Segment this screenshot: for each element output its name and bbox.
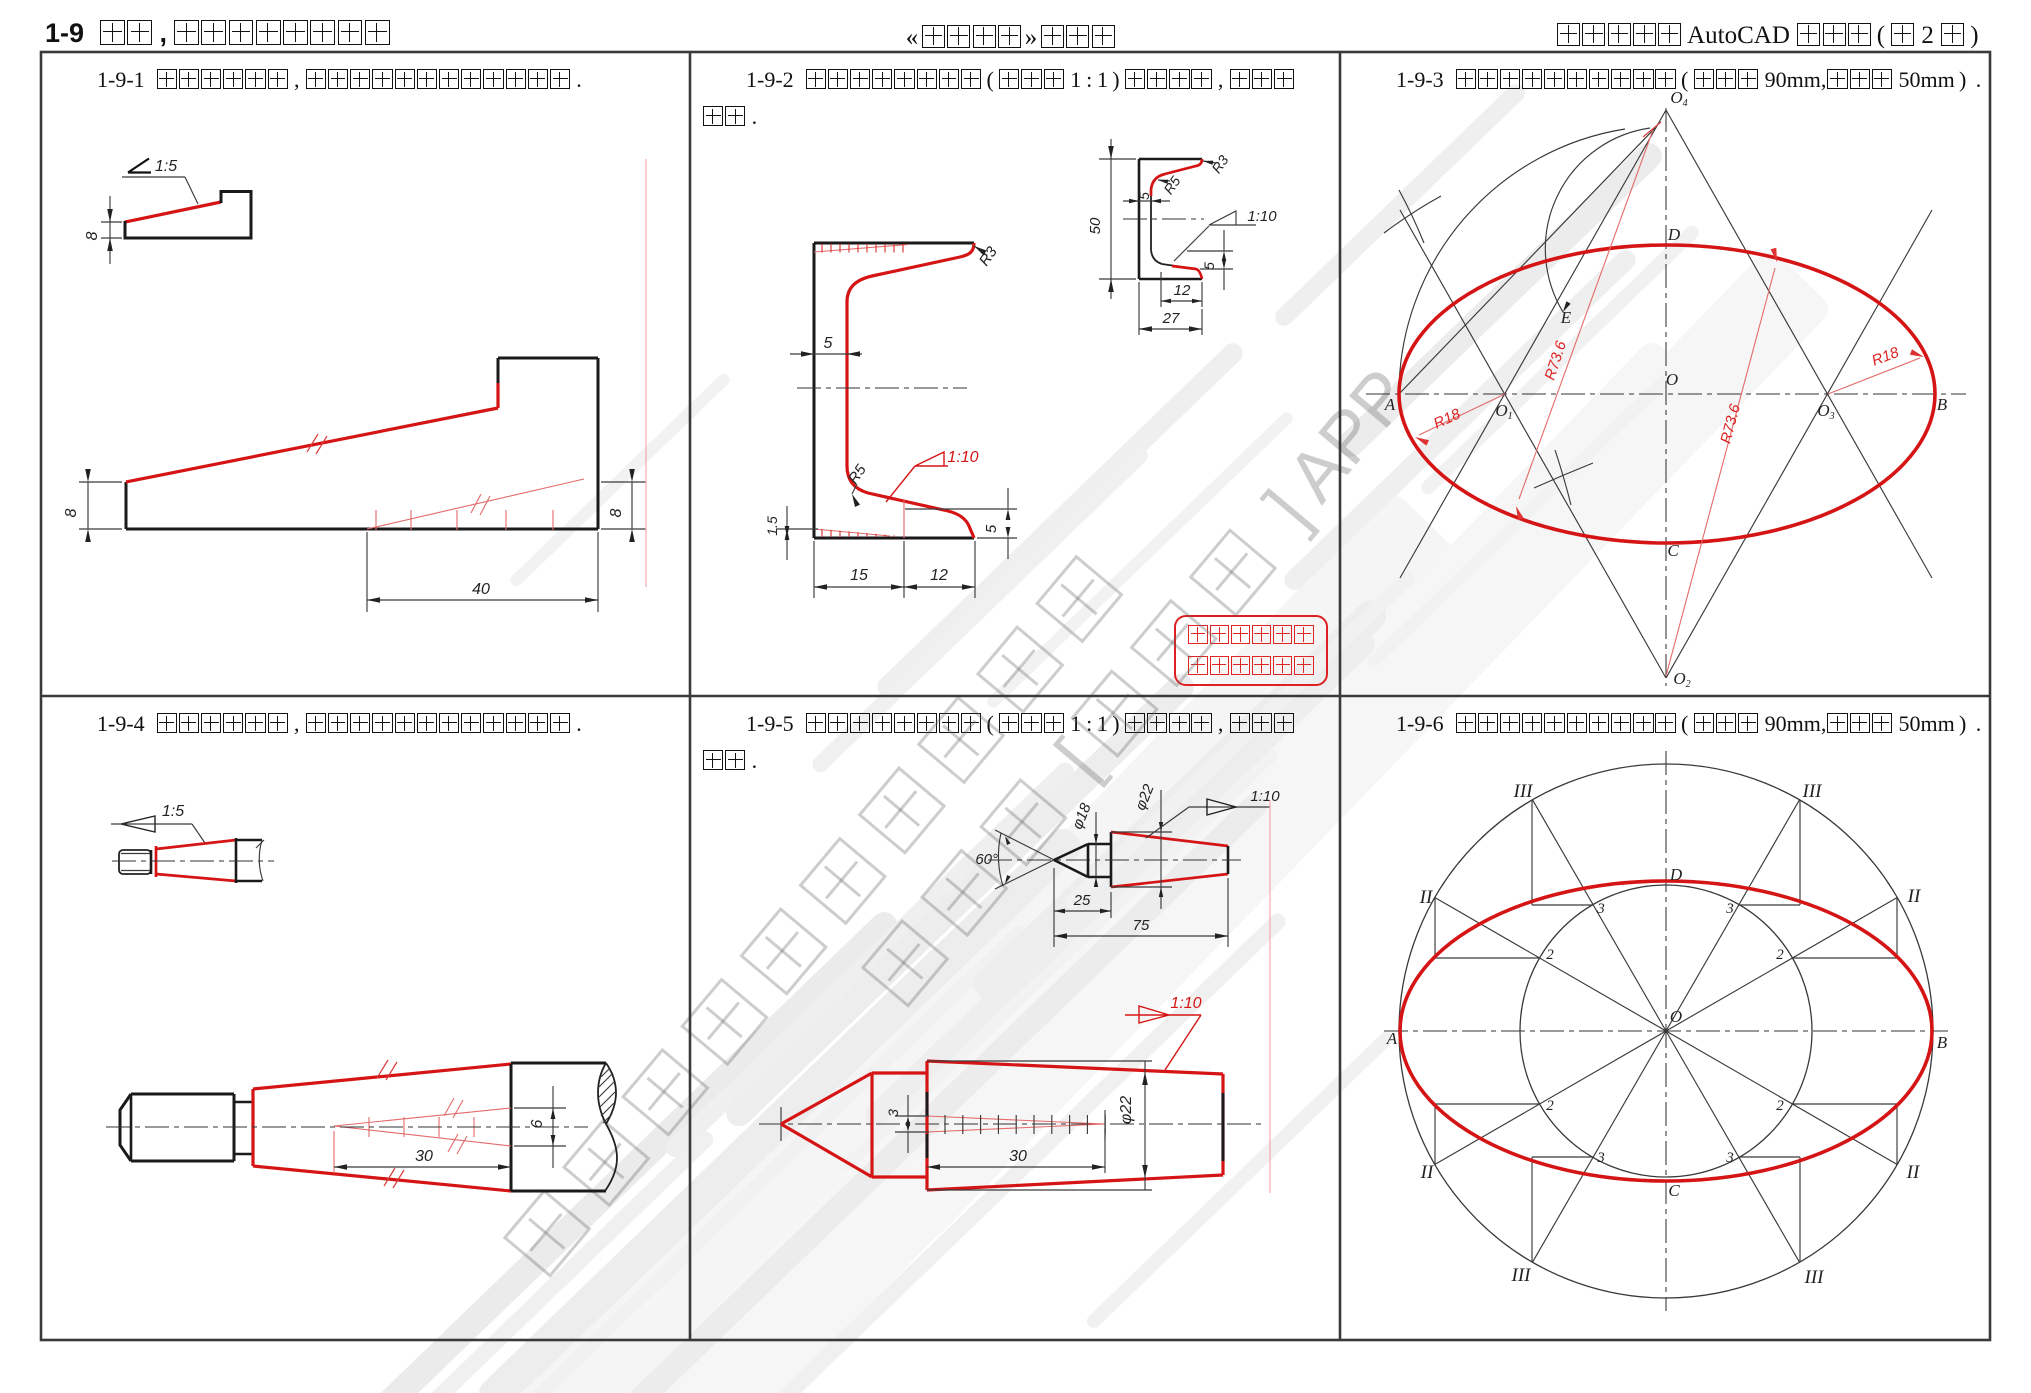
svg-text:R5: R5 (1160, 173, 1183, 197)
svg-text:B: B (1937, 395, 1948, 414)
svg-text:60°: 60° (975, 851, 998, 868)
svg-text:5: 5 (983, 524, 1000, 533)
svg-text:R18: R18 (1869, 344, 1901, 370)
svg-text:30: 30 (415, 1148, 433, 1165)
svg-text:O4: O4 (1670, 88, 1687, 109)
svg-text:R18: R18 (1431, 405, 1464, 432)
svg-text:III: III (1511, 1265, 1533, 1286)
svg-text:φ22: φ22 (1118, 1096, 1135, 1124)
svg-text:30: 30 (1009, 1148, 1027, 1165)
svg-text:O: O (1670, 1007, 1682, 1026)
svg-text:A: A (1384, 395, 1396, 414)
svg-text:3: 3 (1596, 901, 1605, 917)
svg-text:R73.6: R73.6 (1717, 402, 1744, 446)
svg-text:O: O (1666, 370, 1678, 389)
svg-text:1:5: 1:5 (155, 158, 177, 175)
svg-text:II: II (1419, 887, 1434, 908)
svg-text:C: C (1667, 541, 1679, 560)
svg-text:D: D (1669, 865, 1683, 884)
svg-text:12: 12 (1174, 282, 1191, 299)
svg-text:1:10: 1:10 (1170, 995, 1201, 1012)
svg-text:8: 8 (63, 508, 80, 517)
svg-text:1.5: 1.5 (764, 516, 780, 536)
svg-text:25: 25 (1073, 892, 1091, 909)
svg-text:1:10: 1:10 (947, 449, 978, 466)
svg-text:III: III (1802, 781, 1824, 802)
svg-text:1:10: 1:10 (1247, 208, 1277, 225)
svg-text:C: C (1668, 1181, 1680, 1200)
svg-text:15: 15 (850, 567, 868, 584)
svg-text:B: B (1937, 1033, 1948, 1052)
svg-text:O2: O2 (1673, 669, 1690, 690)
svg-text:R3: R3 (976, 243, 1001, 269)
svg-text:R73.6: R73.6 (1541, 338, 1570, 382)
svg-text:R5: R5 (845, 461, 870, 487)
svg-text:φ18: φ18 (1069, 800, 1095, 832)
svg-text:D: D (1667, 225, 1681, 244)
svg-text:12: 12 (930, 567, 948, 584)
svg-text:8: 8 (84, 231, 101, 240)
svg-text:φ22: φ22 (1132, 781, 1158, 813)
svg-text:8: 8 (608, 508, 625, 517)
svg-text:O3: O3 (1817, 401, 1834, 422)
svg-text:5: 5 (824, 335, 833, 352)
svg-text:2: 2 (1546, 947, 1554, 963)
svg-text:27: 27 (1162, 310, 1180, 327)
svg-text:3: 3 (1725, 901, 1734, 917)
svg-text:6: 6 (529, 1119, 546, 1128)
svg-text:75: 75 (1133, 917, 1150, 934)
svg-text:2: 2 (1546, 1098, 1554, 1114)
svg-text:1:5: 1:5 (162, 803, 184, 820)
svg-text:2: 2 (1776, 947, 1784, 963)
svg-text:1:10: 1:10 (1250, 788, 1280, 805)
svg-text:50: 50 (1087, 217, 1104, 234)
svg-text:3: 3 (885, 1109, 901, 1117)
svg-text:III: III (1804, 1267, 1826, 1288)
svg-text:II: II (1907, 886, 1922, 907)
svg-text:5: 5 (1136, 192, 1152, 200)
svg-text:40: 40 (472, 581, 490, 598)
svg-text:II: II (1906, 1162, 1921, 1183)
svg-text:3: 3 (1725, 1150, 1734, 1166)
svg-text:III: III (1513, 781, 1535, 802)
svg-text:A: A (1386, 1029, 1398, 1048)
svg-text:5: 5 (1201, 262, 1217, 270)
svg-text:3: 3 (1596, 1150, 1605, 1166)
svg-text:E: E (1560, 308, 1572, 327)
svg-text:II: II (1420, 1162, 1435, 1183)
svg-text:2: 2 (1776, 1098, 1784, 1114)
